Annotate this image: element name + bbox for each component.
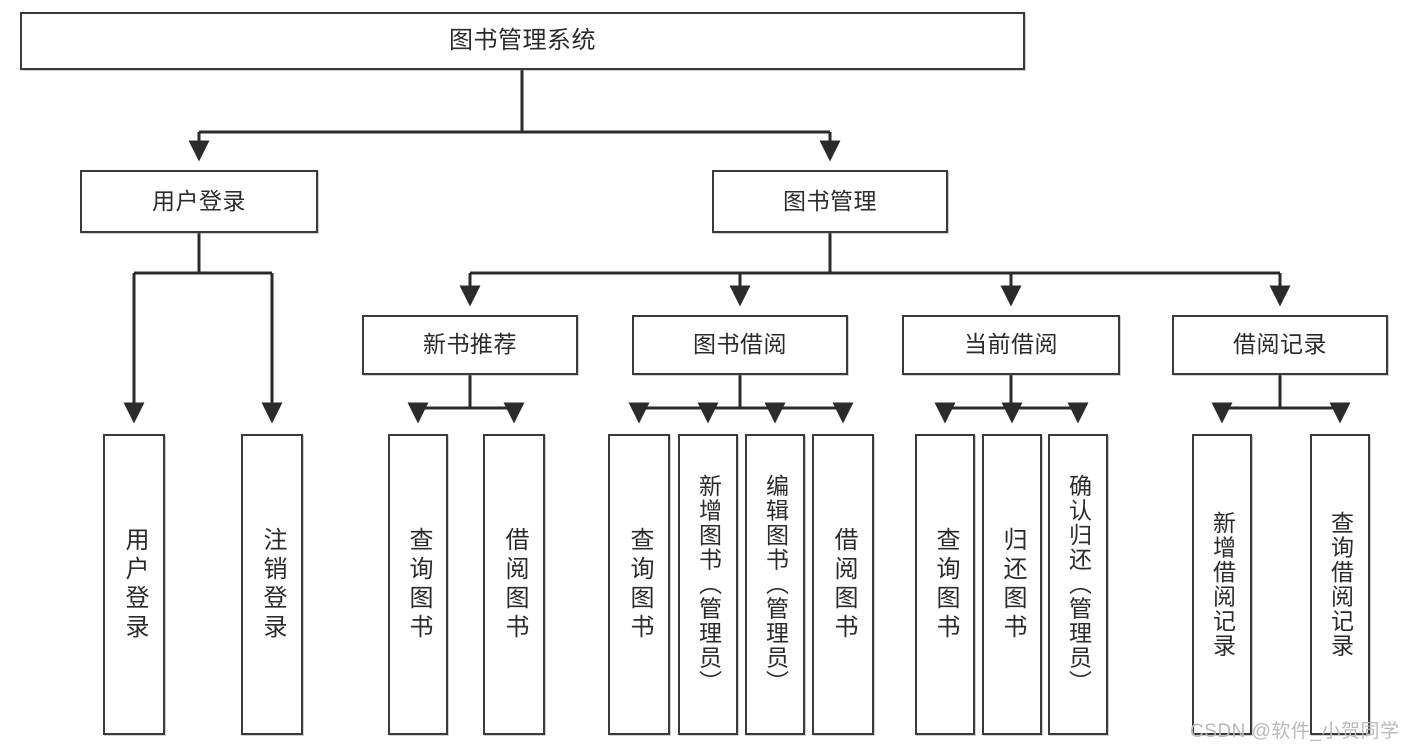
node-book-manage-label: 图书管理 (783, 187, 877, 214)
node-leaf-query-book-borrow[interactable]: 查询图书 (608, 434, 670, 735)
node-leaf-add-book-admin[interactable]: 新增图书（管理员） (678, 434, 738, 735)
node-user-login[interactable]: 用户登录 (80, 170, 318, 233)
node-leaf-add-borrow-record[interactable]: 新增借阅记录 (1192, 434, 1252, 735)
node-leaf-user-login-label: 用户登录 (121, 526, 148, 643)
node-leaf-borrow-book[interactable]: 借阅图书 (812, 434, 874, 735)
node-leaf-add-borrow-record-label: 新增借阅记录 (1209, 511, 1236, 658)
node-current-borrow-label: 当前借阅 (964, 331, 1058, 358)
node-leaf-borrow-book-label: 借阅图书 (830, 526, 857, 643)
node-root-label: 图书管理系统 (449, 26, 596, 54)
node-book-borrow-label: 图书借阅 (693, 331, 787, 358)
node-leaf-query-book-rec[interactable]: 查询图书 (388, 434, 448, 735)
node-leaf-return-book[interactable]: 归还图书 (982, 434, 1042, 735)
node-borrow-record[interactable]: 借阅记录 (1172, 315, 1388, 375)
node-leaf-user-logout-label: 注销登录 (259, 526, 286, 643)
node-leaf-query-borrow-record[interactable]: 查询借阅记录 (1310, 434, 1370, 735)
node-new-book-rec-label: 新书推荐 (423, 331, 517, 358)
node-leaf-add-book-admin-label: 新增图书（管理员） (695, 474, 722, 695)
node-leaf-borrow-book-rec-label: 借阅图书 (501, 526, 528, 643)
csdn-watermark: CSDN @软件_小贺同学 (1190, 721, 1400, 742)
node-leaf-query-book-current-label: 查询图书 (932, 526, 959, 643)
node-leaf-edit-book-admin-label: 编辑图书（管理员） (762, 474, 789, 695)
node-leaf-return-book-label: 归还图书 (999, 526, 1026, 643)
node-leaf-query-book-current[interactable]: 查询图书 (915, 434, 975, 735)
node-leaf-query-borrow-record-label: 查询借阅记录 (1327, 511, 1354, 658)
node-new-book-rec[interactable]: 新书推荐 (362, 315, 578, 375)
node-leaf-query-book-borrow-label: 查询图书 (626, 526, 653, 643)
node-current-borrow[interactable]: 当前借阅 (902, 315, 1120, 375)
node-book-borrow[interactable]: 图书借阅 (632, 315, 848, 375)
node-leaf-user-login[interactable]: 用户登录 (103, 434, 165, 735)
node-leaf-user-logout[interactable]: 注销登录 (241, 434, 303, 735)
node-root[interactable]: 图书管理系统 (20, 12, 1025, 70)
node-book-manage[interactable]: 图书管理 (712, 170, 948, 233)
node-leaf-borrow-book-rec[interactable]: 借阅图书 (483, 434, 545, 735)
node-leaf-confirm-return-admin[interactable]: 确认归还（管理员） (1048, 434, 1108, 735)
node-borrow-record-label: 借阅记录 (1233, 331, 1327, 358)
node-leaf-confirm-return-admin-label: 确认归还（管理员） (1065, 474, 1092, 695)
node-leaf-edit-book-admin[interactable]: 编辑图书（管理员） (745, 434, 805, 735)
node-user-login-label: 用户登录 (152, 187, 246, 214)
node-leaf-query-book-rec-label: 查询图书 (405, 526, 432, 643)
